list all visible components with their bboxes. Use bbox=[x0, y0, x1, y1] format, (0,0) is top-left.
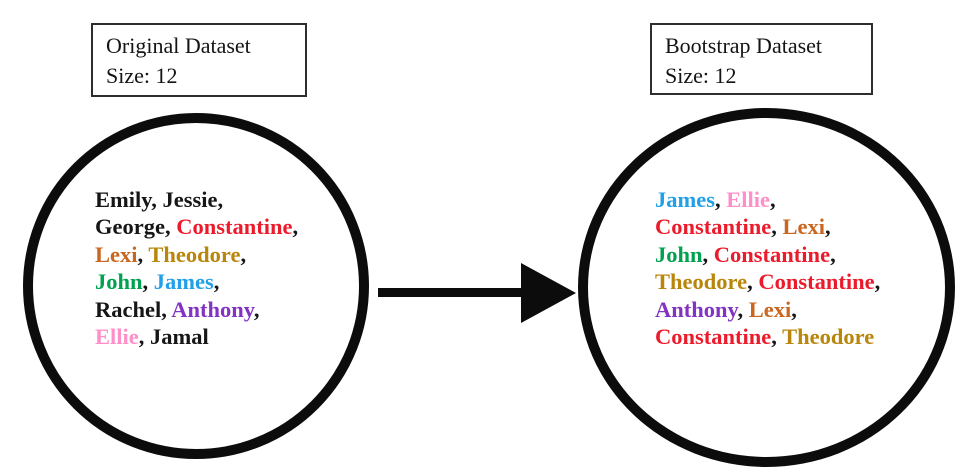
comma-separator: , bbox=[253, 296, 260, 322]
comma-separator: , bbox=[771, 324, 783, 350]
comma-separator: , bbox=[292, 214, 299, 240]
comma-separator: , bbox=[771, 214, 783, 240]
arrow-shaft bbox=[378, 288, 523, 297]
name-line: Anthony, Lexi, bbox=[655, 296, 880, 323]
person-name: Anthony bbox=[655, 296, 738, 322]
name-line: Theodore, Constantine, bbox=[655, 268, 880, 295]
person-name: John bbox=[95, 269, 143, 295]
person-name: Jamal bbox=[150, 324, 209, 350]
bootstrap-dataset-names: James, Ellie,Constantine, Lexi,John, Con… bbox=[655, 186, 880, 350]
person-name: Ellie bbox=[95, 324, 139, 350]
person-name: Constantine bbox=[655, 324, 772, 350]
original-dataset-label-box: Original Dataset Size: 12 bbox=[91, 23, 307, 97]
name-line: Rachel, Anthony, bbox=[95, 296, 298, 323]
original-dataset-title: Original Dataset bbox=[106, 33, 251, 58]
comma-separator: , bbox=[142, 269, 154, 295]
comma-separator: , bbox=[702, 241, 714, 267]
comma-separator: , bbox=[164, 214, 177, 240]
original-dataset-names: Emily, Jessie,George, Constantine,Lexi, … bbox=[95, 186, 298, 350]
name-line: Emily, Jessie, bbox=[95, 186, 298, 213]
bootstrap-dataset-size: Size: 12 bbox=[665, 63, 737, 88]
person-name: Constantine bbox=[655, 214, 772, 240]
person-name: Emily bbox=[95, 187, 152, 212]
person-name: John bbox=[655, 241, 703, 267]
bootstrap-dataset-title: Bootstrap Dataset bbox=[665, 33, 823, 58]
person-name: Theodore bbox=[655, 269, 748, 295]
person-name: Lexi bbox=[95, 241, 138, 267]
comma-separator: , bbox=[830, 241, 836, 267]
comma-separator: , bbox=[217, 187, 224, 212]
name-line: John, James, bbox=[95, 268, 298, 295]
name-line: George, Constantine, bbox=[95, 213, 298, 240]
name-line: Constantine, Lexi, bbox=[655, 213, 880, 240]
bootstrap-dataset-circle bbox=[578, 108, 955, 467]
person-name: Anthony bbox=[171, 296, 254, 322]
comma-separator: , bbox=[747, 269, 759, 295]
person-name: Lexi bbox=[782, 214, 826, 240]
comma-separator: , bbox=[715, 187, 727, 212]
comma-separator: , bbox=[151, 187, 163, 212]
person-name: Ellie bbox=[726, 187, 770, 212]
person-name: Lexi bbox=[748, 296, 792, 322]
comma-separator: , bbox=[770, 187, 776, 212]
comma-separator: , bbox=[137, 241, 149, 267]
name-line: Ellie, Jamal bbox=[95, 323, 298, 350]
arrow-head bbox=[521, 263, 576, 323]
comma-separator: , bbox=[161, 296, 172, 322]
person-name: Constantine bbox=[713, 241, 831, 267]
person-name: Rachel bbox=[95, 296, 162, 322]
arrow-icon bbox=[378, 263, 576, 323]
comma-separator: , bbox=[874, 269, 881, 295]
person-name: Constantine bbox=[176, 214, 293, 240]
person-name: Theodore bbox=[782, 324, 875, 350]
person-name: George bbox=[95, 214, 165, 240]
bootstrap-dataset-label-box: Bootstrap Dataset Size: 12 bbox=[650, 23, 873, 95]
person-name: James bbox=[153, 269, 214, 295]
person-name: Jessie bbox=[162, 187, 218, 212]
name-line: Lexi, Theodore, bbox=[95, 241, 298, 268]
name-line: John, Constantine, bbox=[655, 241, 880, 268]
person-name: James bbox=[655, 187, 715, 212]
comma-separator: , bbox=[213, 269, 220, 295]
comma-separator: , bbox=[138, 324, 150, 350]
original-dataset-size: Size: 12 bbox=[106, 63, 178, 88]
original-dataset-circle bbox=[23, 113, 369, 459]
name-line: Constantine, Theodore bbox=[655, 323, 880, 350]
comma-separator: , bbox=[737, 296, 749, 322]
name-line: James, Ellie, bbox=[655, 186, 880, 213]
person-name: Theodore bbox=[148, 241, 241, 267]
comma-separator: , bbox=[825, 214, 831, 240]
person-name: Constantine bbox=[758, 269, 875, 295]
comma-separator: , bbox=[240, 241, 247, 267]
comma-separator: , bbox=[791, 296, 797, 322]
